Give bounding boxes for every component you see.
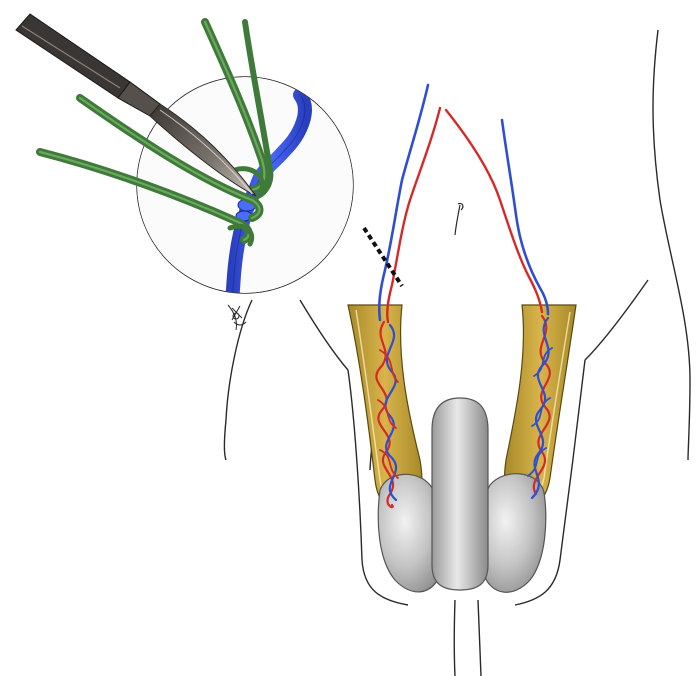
right-thigh-line	[514, 359, 586, 606]
left-thigh-line	[347, 369, 409, 606]
right-artery	[444, 108, 544, 314]
scalpel-handle	[15, 13, 131, 99]
right-cord-vessels	[444, 108, 553, 500]
left-groin-line	[299, 299, 349, 371]
right-flank-line	[652, 29, 691, 461]
incision-dashed-line	[362, 226, 404, 288]
leg-gap-left	[453, 599, 456, 676]
left-flank-line	[223, 299, 253, 461]
right-vein	[500, 118, 550, 316]
left-cord-vessels	[375, 83, 442, 509]
scalpel-blade	[149, 103, 257, 197]
leg-gap-right	[477, 599, 482, 676]
right-groin-line	[584, 279, 649, 361]
left-vein	[377, 83, 430, 322]
left-artery	[386, 106, 442, 324]
penis-shaft	[431, 397, 489, 591]
suture-knot-mark	[227, 304, 247, 331]
suture-ligature-icon	[36, 18, 274, 247]
umbilicus-mark	[454, 202, 464, 236]
scalpel-icon	[15, 13, 257, 197]
